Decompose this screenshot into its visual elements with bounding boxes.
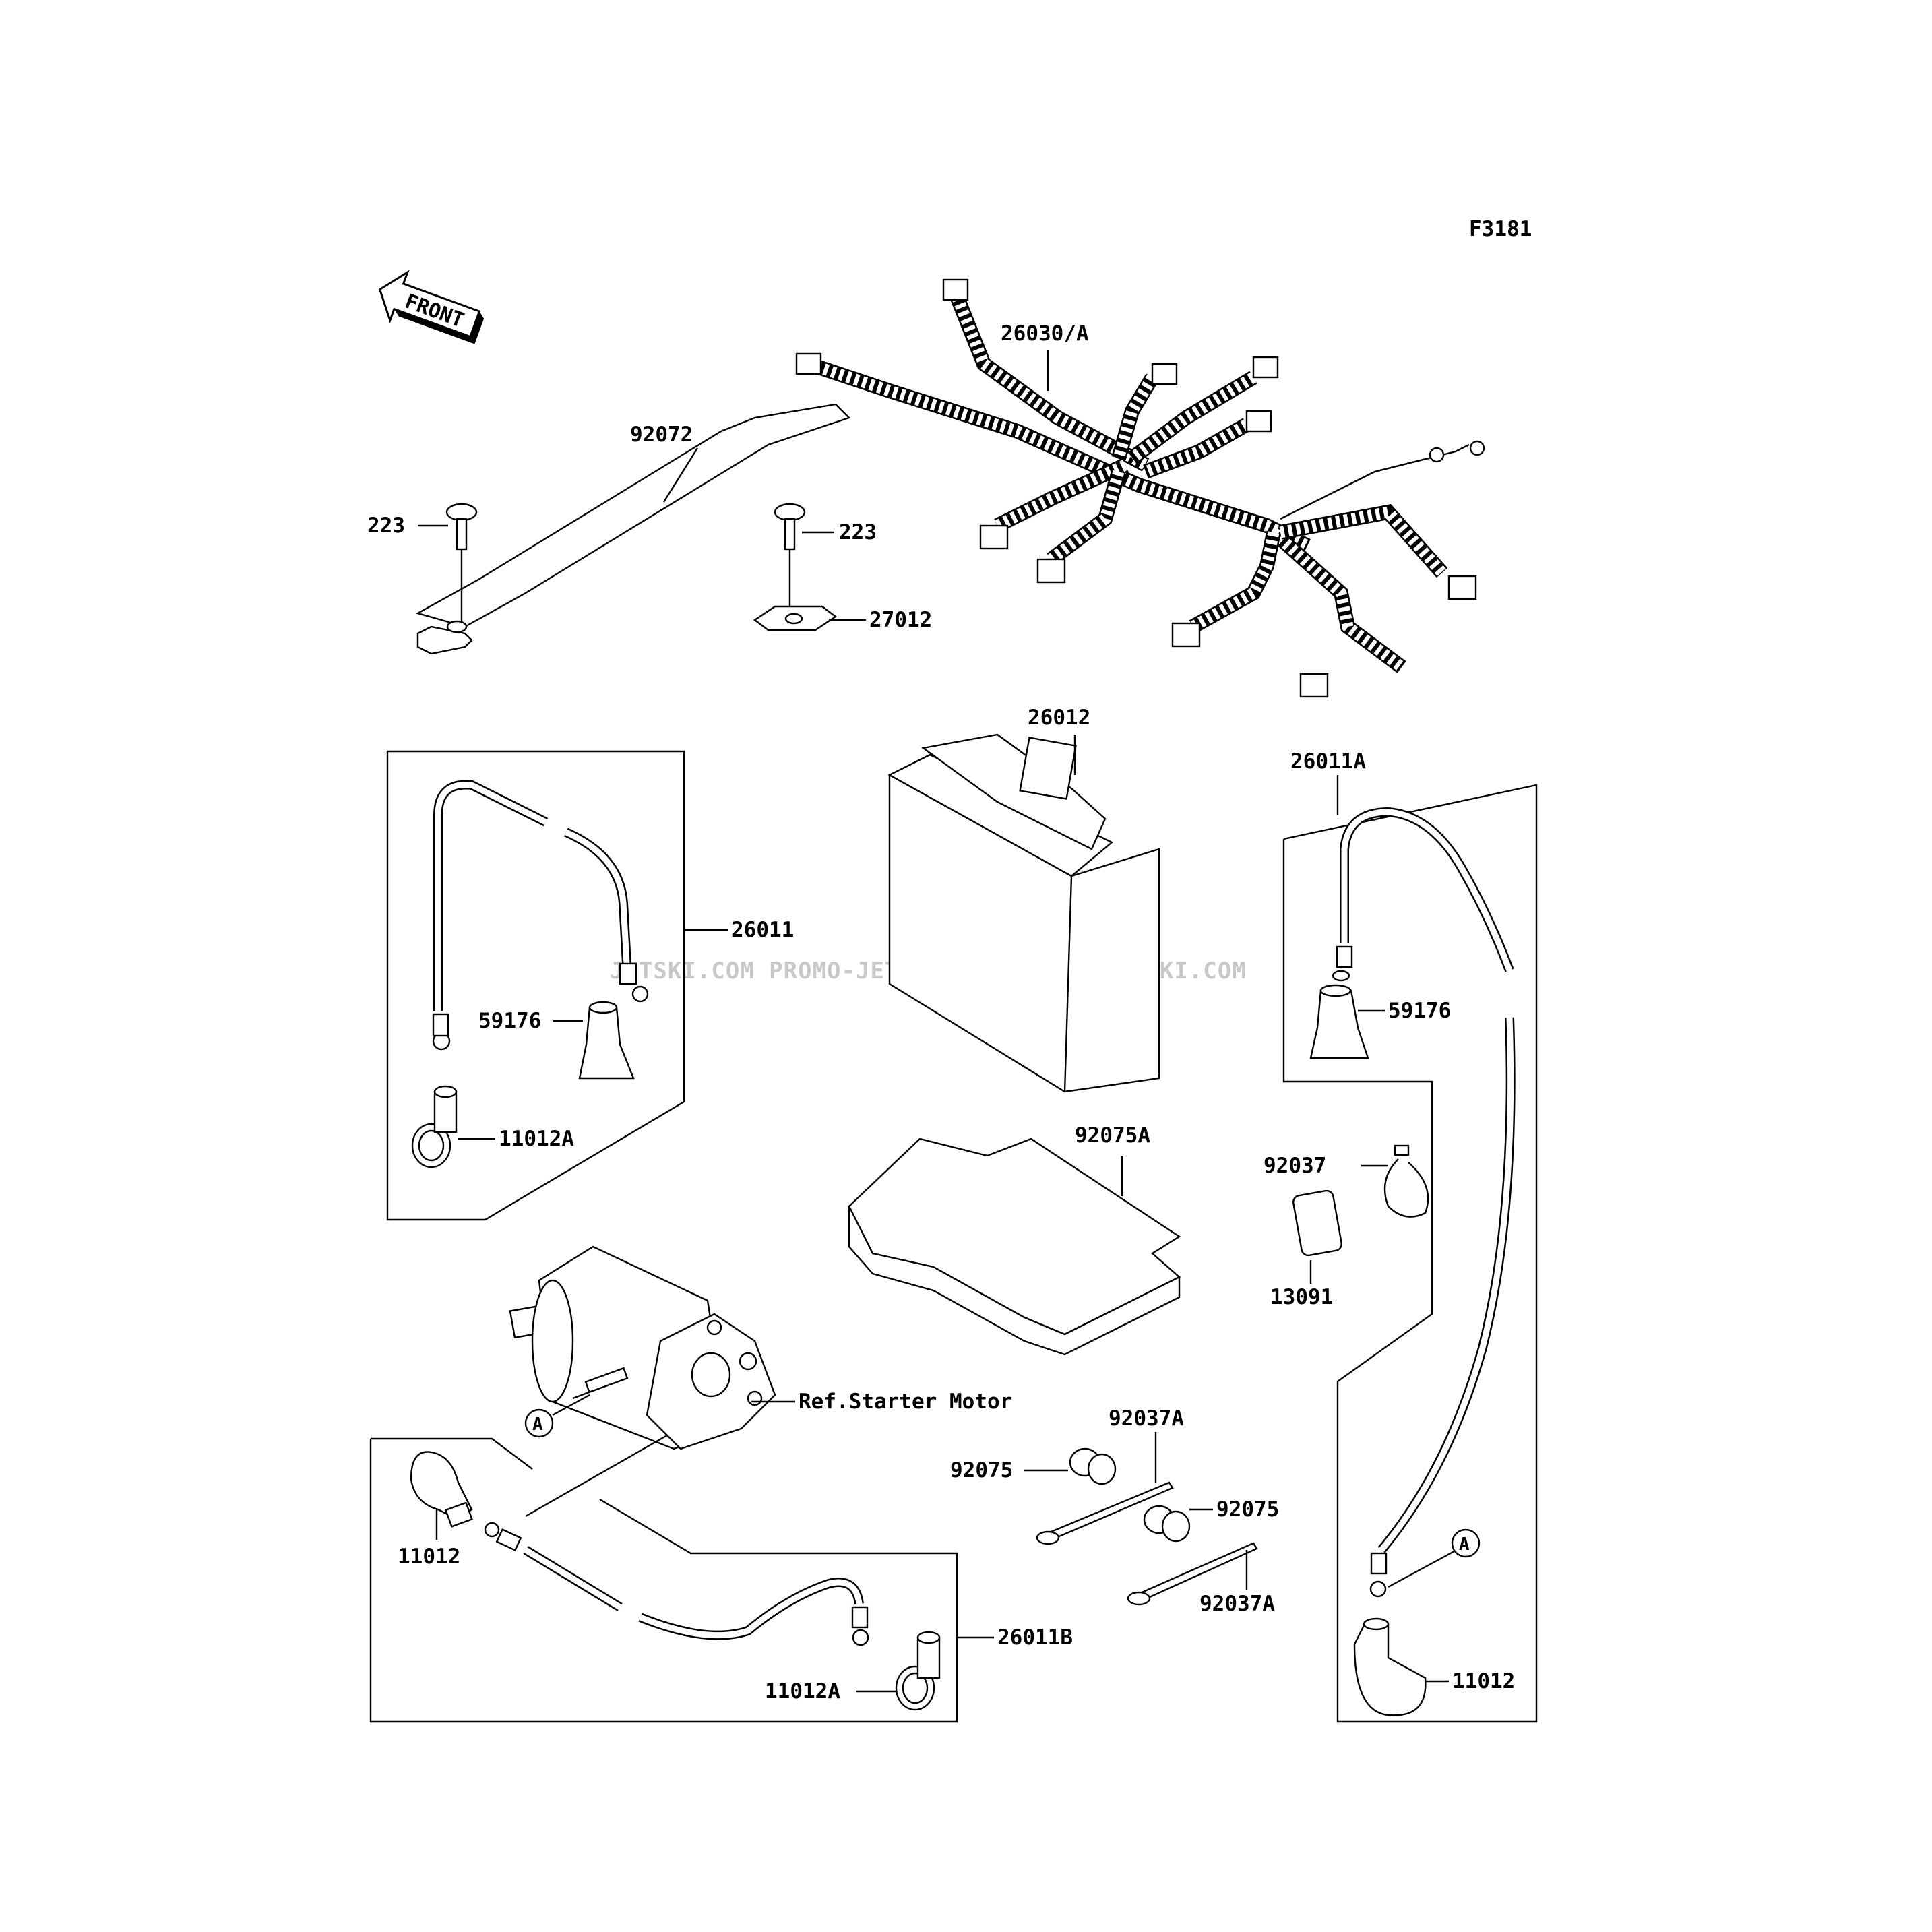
label-ref-a-left: A	[532, 1414, 543, 1435]
label-ref-a-right: A	[1459, 1534, 1470, 1555]
label-band: 92037	[1264, 1154, 1326, 1178]
label-tie-bottom: 92037A	[1199, 1592, 1275, 1616]
label-cover-br: 11012	[1452, 1669, 1515, 1693]
label-tie-top: 92037A	[1109, 1406, 1184, 1431]
label-cable-left: 26011	[731, 918, 794, 942]
bolt-left: 223	[367, 503, 478, 623]
label-harness: 26030/A	[1001, 321, 1089, 346]
label-cap-right: 59176	[1388, 999, 1451, 1023]
label-cover-bottom: 11012A	[765, 1679, 840, 1704]
wiring-harness: 26030/A	[795, 278, 1485, 698]
ties-grommets: 92037A 92075 92075 92037A	[950, 1406, 1279, 1616]
cable-right-group: 26011A 59176 92037 13091 A 11012	[1264, 749, 1538, 1723]
label-bolt-left: 223	[367, 513, 405, 538]
label-cover-left: 11012A	[499, 1127, 574, 1151]
label-cover-bl: 11012	[398, 1545, 460, 1569]
label-bracket: 27012	[869, 608, 932, 632]
battery-strap: 92072	[415, 403, 851, 655]
label-cap-small: 13091	[1270, 1285, 1333, 1309]
bracket: 27012	[753, 605, 932, 632]
figure-code: F3181	[1469, 217, 1532, 241]
label-strap: 92072	[630, 423, 693, 447]
bolt-right: 223	[774, 503, 877, 613]
battery: 26012	[887, 706, 1160, 1093]
battery-pad: 92075A	[848, 1123, 1181, 1356]
cable-left-group: 26011 59176 11012A	[386, 750, 794, 1221]
label-starter-ref: Ref.Starter Motor	[799, 1390, 1012, 1414]
label-pad: 92075A	[1075, 1123, 1150, 1148]
label-battery: 26012	[1028, 706, 1090, 730]
label-grommet-left: 92075	[950, 1458, 1013, 1483]
label-cap-left: 59176	[478, 1009, 541, 1033]
label-bolt-right: 223	[839, 520, 877, 544]
label-cable-right: 26011A	[1290, 749, 1366, 774]
label-cable-bottom: 26011B	[997, 1625, 1073, 1650]
front-arrow-icon: FRONT	[378, 270, 485, 344]
label-grommet-right: 92075	[1216, 1497, 1279, 1522]
starter-motor: Ref.Starter Motor A	[509, 1245, 1012, 1450]
cable-bottom-group: 11012 26011B 11012A	[369, 1434, 1073, 1723]
